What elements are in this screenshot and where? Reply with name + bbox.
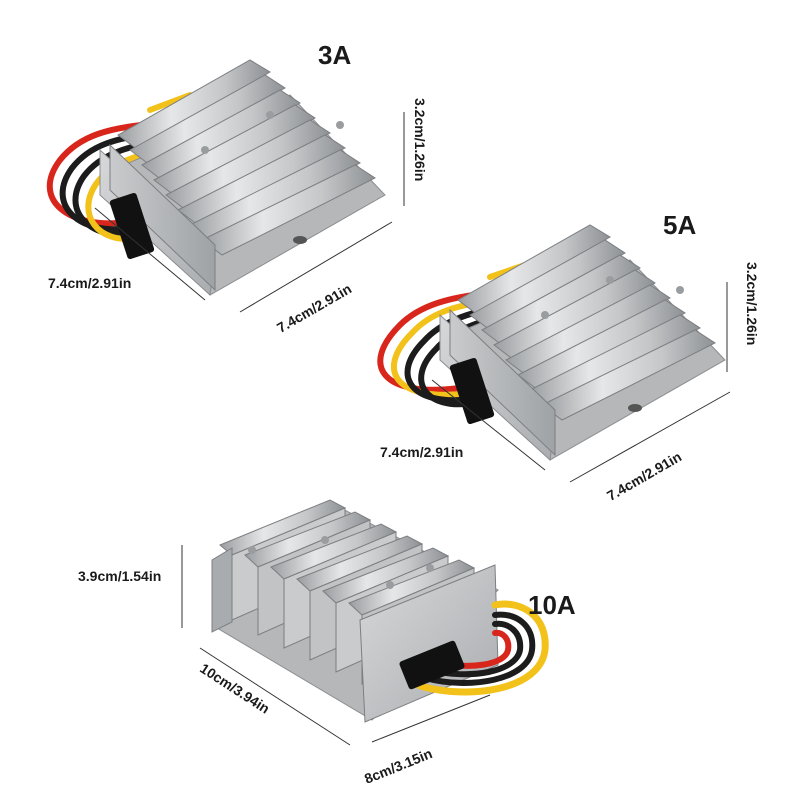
dimension-lines-10a: [181, 545, 491, 746]
grommet-10a: [399, 640, 465, 690]
rating-label-10a: 10A: [528, 590, 576, 620]
fins-3a: [117, 59, 377, 256]
converter-5a: [377, 224, 726, 462]
height-label-3a: 3.2cm/1.26in: [412, 98, 428, 182]
length-label-3a: 7.4cm/2.91in: [48, 275, 132, 291]
grommet-3a: [109, 192, 155, 260]
rating-label-3a: 3A: [318, 40, 352, 70]
height-label-10a: 3.9cm/1.54in: [78, 568, 162, 584]
dimension-lines-5a: [431, 282, 731, 483]
rating-label-5a: 5A: [663, 210, 697, 240]
length-label-5a: 7.4cm/2.91in: [380, 444, 464, 460]
height-label-5a: 3.2cm/1.26in: [744, 262, 760, 346]
dimension-lines-3a: [94, 112, 405, 313]
converter-10a: [211, 499, 549, 723]
converter-3a: [46, 59, 386, 297]
